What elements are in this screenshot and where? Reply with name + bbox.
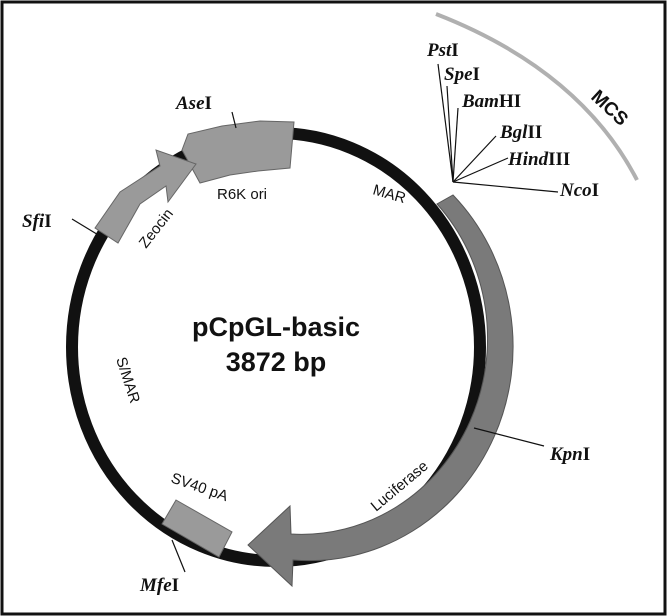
hind-site-label: HindIII (507, 149, 570, 170)
sv40-pa-label: SV40 pA (169, 470, 231, 505)
mfe-site-label: MfeI (139, 575, 179, 596)
zeocin-label: Zeocin (136, 206, 177, 252)
kpn-tick (473, 427, 545, 447)
r6k-ori-box (181, 120, 295, 184)
ase-site-label: AseI (175, 93, 212, 114)
mcs-tick-lines (437, 63, 559, 193)
r6k-ori-label: R6K ori (217, 186, 267, 203)
mcs-arc (435, 12, 639, 181)
plasmid-size: 3872 bp (226, 347, 327, 377)
spe-site-label: SpeI (444, 64, 480, 85)
luciferase-arrow (247, 194, 514, 588)
ase-tick (231, 111, 237, 129)
sfi-tick (71, 218, 101, 237)
sv40-pa-box (161, 499, 233, 558)
smar-label: S/MAR (112, 355, 143, 406)
sfi-site-label: SfiI (22, 211, 52, 232)
bam-site-label: BamHI (461, 91, 521, 112)
pst-site-label: PstI (426, 40, 459, 61)
nco-site-label: NcoI (559, 180, 599, 201)
mcs-label: MCS (587, 86, 632, 130)
plasmid-name: pCpGL-basic (192, 312, 360, 342)
mfe-tick (171, 539, 186, 573)
zeocin-arrow (94, 149, 197, 244)
bgl-site-label: BglII (499, 122, 542, 143)
kpn-site-label: KpnI (549, 444, 590, 465)
